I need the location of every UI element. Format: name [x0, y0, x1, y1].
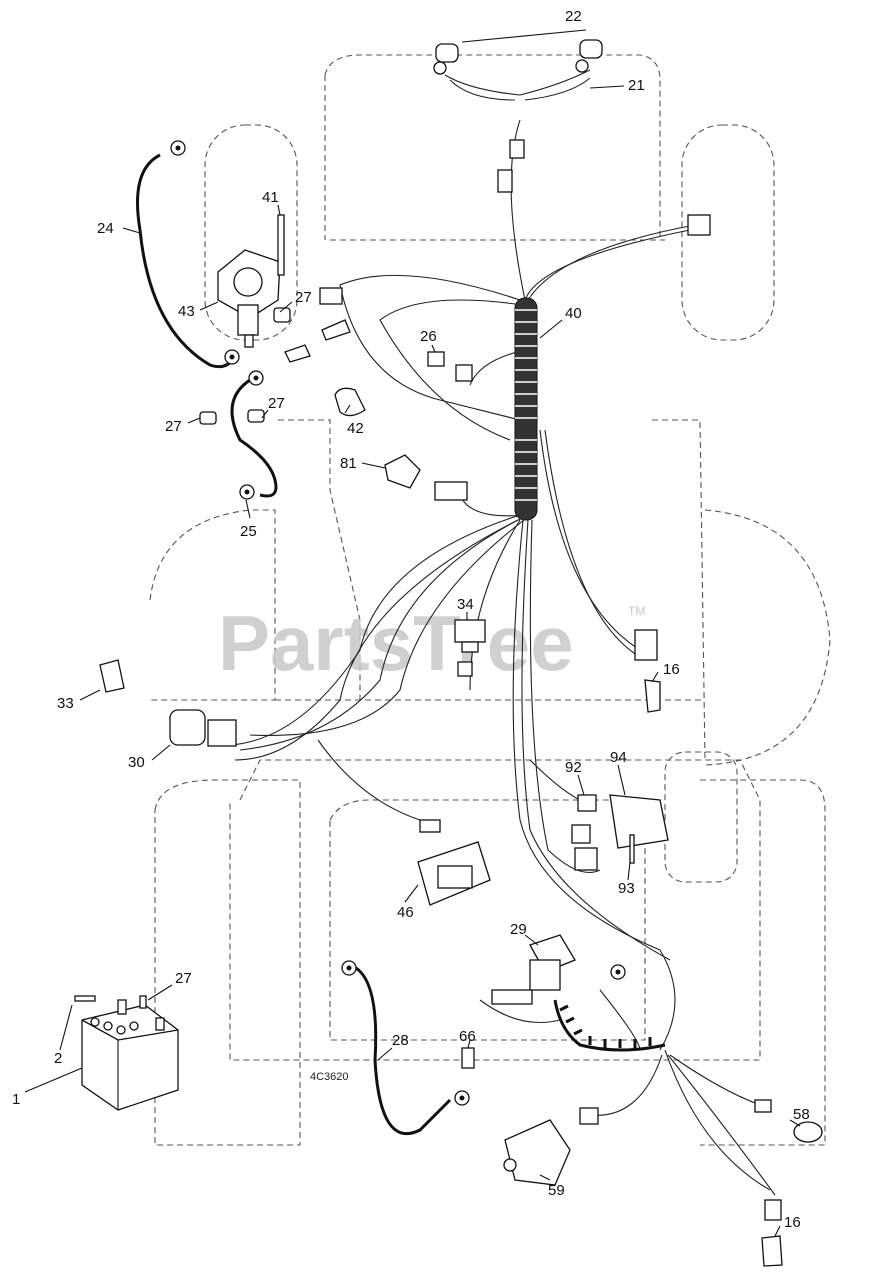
- callout-66: 66: [459, 1028, 476, 1045]
- callout-26: 26: [420, 328, 437, 345]
- callout-16-lower: 16: [784, 1214, 801, 1231]
- callout-81: 81: [340, 455, 357, 472]
- callout-labels: 22 21 24 41 43 27 40 26 27 27 42 81 25 3…: [12, 8, 810, 1231]
- callout-1: 1: [12, 1091, 20, 1108]
- headlights: [433, 39, 603, 193]
- callout-24: 24: [97, 220, 114, 237]
- watermark-text: PartsTree: [218, 599, 574, 687]
- callout-46: 46: [397, 904, 414, 921]
- callout-27-upper-nut: 27: [268, 395, 285, 412]
- drawing-number: 4C3620: [310, 1071, 349, 1083]
- callout-27-solenoid: 27: [295, 289, 312, 306]
- battery-cables: [136, 153, 452, 1136]
- callout-29: 29: [510, 921, 527, 938]
- callout-25: 25: [240, 523, 257, 540]
- callout-16-upper: 16: [663, 661, 680, 678]
- callout-59: 59: [548, 1182, 565, 1199]
- callout-58: 58: [793, 1106, 810, 1123]
- callout-42: 42: [347, 420, 364, 437]
- leader-lines: [24, 29, 801, 1237]
- callout-22: 22: [565, 8, 582, 25]
- corrugated-loom: [514, 297, 538, 521]
- callout-30: 30: [128, 754, 145, 771]
- callout-92: 92: [565, 759, 582, 776]
- switches: [99, 619, 823, 1267]
- callout-28: 28: [392, 1032, 409, 1049]
- callout-43: 43: [178, 303, 195, 320]
- main-harness-wires: [229, 69, 776, 1196]
- coil-cord: [553, 999, 666, 1052]
- callout-33: 33: [57, 695, 74, 712]
- callout-27-battery: 27: [175, 970, 192, 987]
- callout-27-left-nut: 27: [165, 418, 182, 435]
- solenoid: [217, 214, 291, 348]
- callout-40: 40: [565, 305, 582, 322]
- callout-94: 94: [610, 749, 627, 766]
- callout-34: 34: [457, 596, 474, 613]
- watermark-trademark: TM: [628, 604, 645, 618]
- callout-93: 93: [618, 880, 635, 897]
- callout-2: 2: [54, 1050, 62, 1067]
- battery: [74, 995, 179, 1111]
- misc-connectors: [199, 214, 711, 501]
- callout-41: 41: [262, 189, 279, 206]
- callout-21: 21: [628, 77, 645, 94]
- ring-terminals: [170, 140, 626, 1106]
